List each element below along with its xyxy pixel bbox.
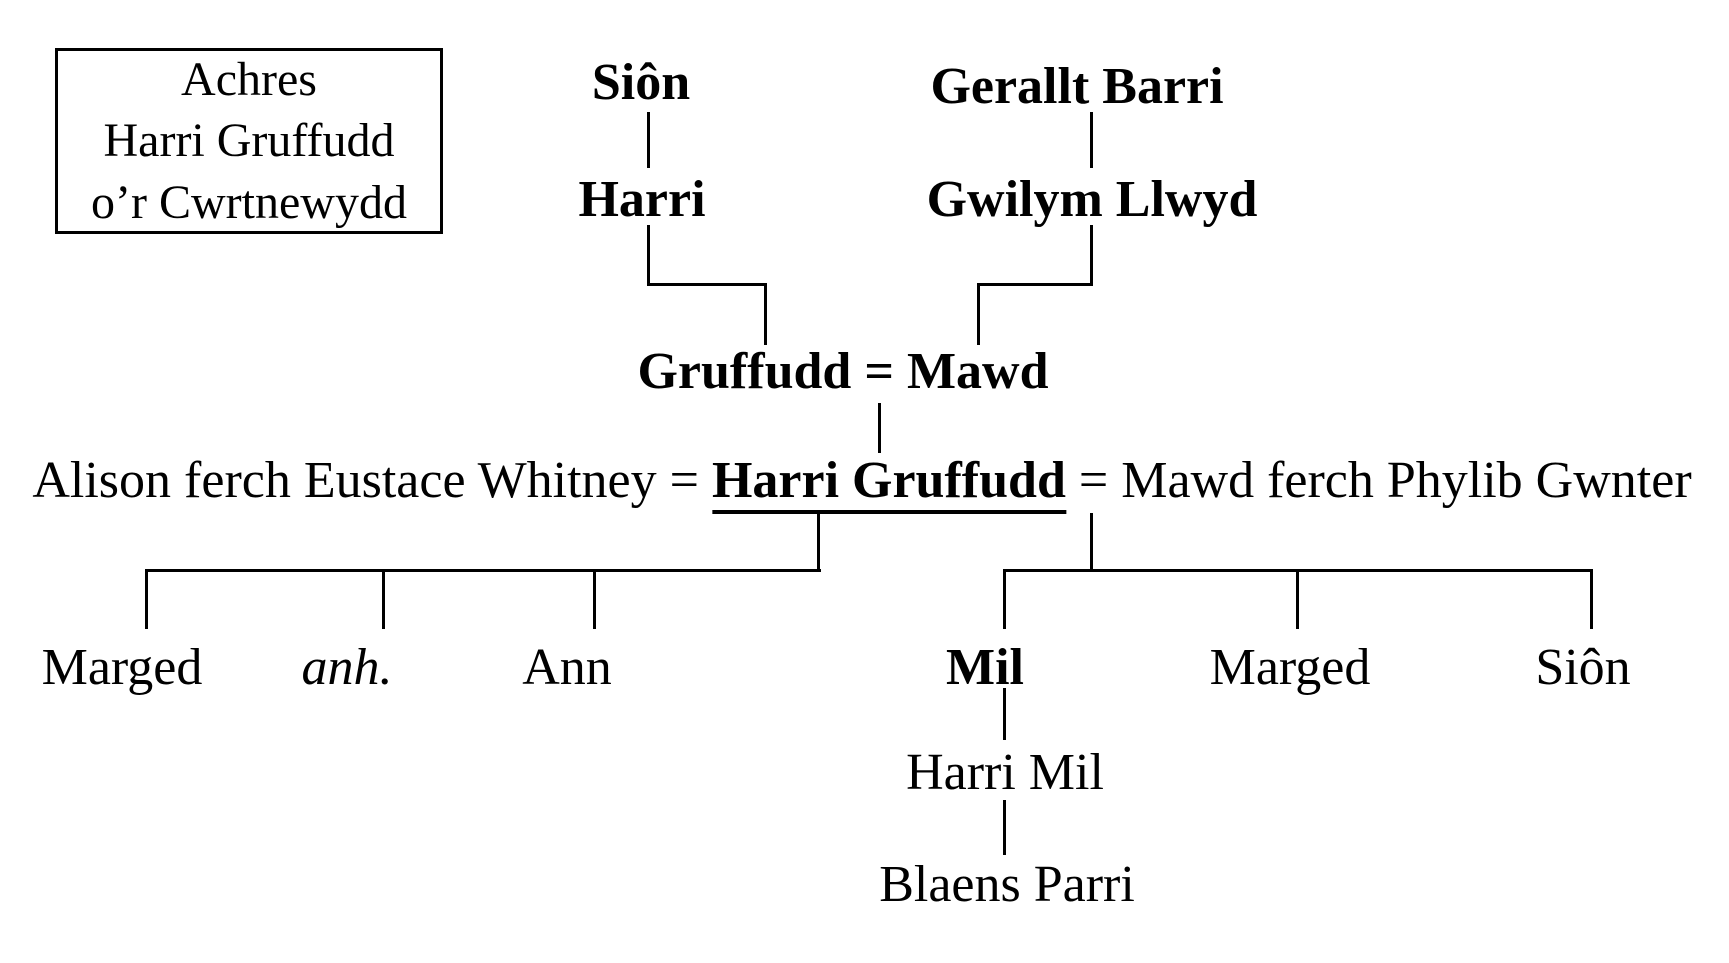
node-mawd-ferch-phylib-gwnter: Mawd ferch Phylib Gwnter	[1121, 452, 1692, 509]
left-sibling-bar	[145, 569, 821, 572]
pedigree-title-box: Achres Harri Gruffudd o’r Cwrtnewydd	[55, 48, 443, 234]
node-marged-left: Marged	[41, 639, 203, 696]
connector-gruffudd-mawd-to-harri-gruffudd	[878, 403, 881, 453]
node-sion-right: Siôn	[1535, 639, 1631, 696]
title-line-2: Harri Gruffudd	[103, 114, 395, 168]
node-gerallt-barri: Gerallt Barri	[930, 58, 1224, 115]
connector-mil-to-harri-mil	[1003, 688, 1006, 740]
drop-to-marged-right	[1296, 569, 1299, 629]
connector-gerallt-to-gwilym	[1090, 112, 1093, 168]
node-gwilym-llwyd: Gwilym Llwyd	[926, 171, 1258, 228]
equals-sign-2: =	[1078, 452, 1109, 509]
node-sion-elder: Siôn	[591, 54, 691, 111]
node-harri-gruffudd: Harri Gruffudd	[711, 452, 1066, 515]
drop-to-mil	[1003, 569, 1006, 629]
node-anh: anh.	[301, 639, 393, 696]
drop-to-sion-right	[1590, 569, 1593, 629]
connector-gwilym-elbow-horizontal	[977, 283, 1093, 286]
node-ann: Ann	[522, 639, 612, 696]
connector-left-marriage-drop	[817, 513, 820, 571]
node-gruffudd-mawd-marriage: Gruffudd = Mawd	[637, 343, 1049, 400]
drop-to-ann	[593, 569, 596, 629]
connector-gwilym-elbow-vertical-top	[1090, 225, 1093, 286]
node-alison-ferch-eustace-whitney: Alison ferch Eustace Whitney	[32, 452, 657, 509]
connector-gwilym-elbow-vertical-bottom	[977, 283, 980, 345]
node-harri-elder: Harri	[578, 171, 706, 228]
marriage-row: Alison ferch Eustace Whitney=Harri Gruff…	[32, 452, 1692, 515]
drop-to-anh	[382, 569, 385, 629]
connector-sion-to-harri	[647, 112, 650, 168]
node-mil: Mil	[946, 639, 1024, 696]
title-line-1: Achres	[181, 52, 317, 106]
equals-sign-1: =	[669, 452, 699, 509]
node-blaens-parri: Blaens Parri	[879, 856, 1135, 913]
connector-harri-elbow-vertical-bottom	[764, 283, 767, 345]
node-harri-mil: Harri Mil	[906, 744, 1104, 801]
connector-harri-mil-to-blaens-parri	[1003, 800, 1006, 855]
drop-to-marged-left	[145, 569, 148, 629]
title-line-3: o’r Cwrtnewydd	[91, 175, 407, 229]
connector-harri-elbow-vertical-top	[647, 225, 650, 286]
connector-right-marriage-drop	[1090, 513, 1093, 571]
node-marged-right: Marged	[1209, 639, 1371, 696]
connector-harri-elbow-horizontal	[647, 283, 767, 286]
